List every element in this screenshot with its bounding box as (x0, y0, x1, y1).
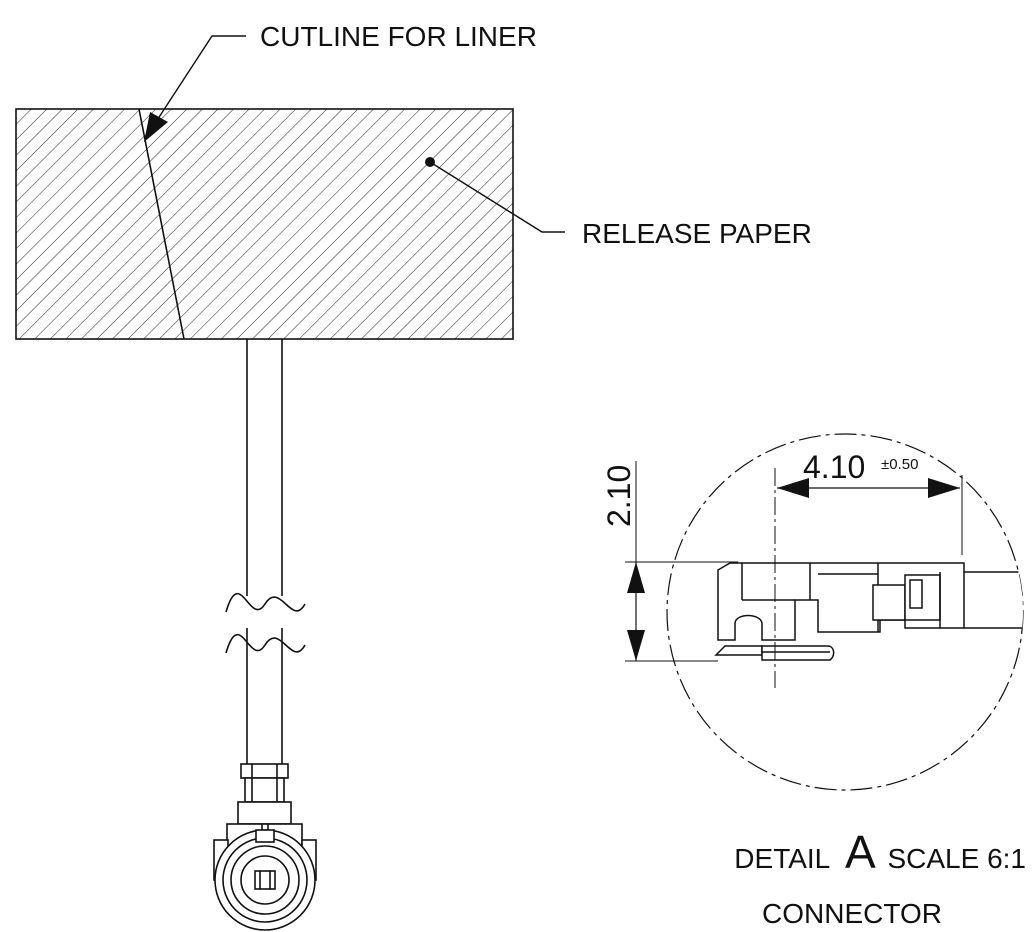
detail-part-label: CONNECTOR (762, 898, 942, 929)
detail-caption: DETAIL A SCALE 6:1 (734, 826, 1026, 878)
detail-scale: SCALE 6:1 (887, 843, 1026, 874)
detail-construction-lines (625, 468, 963, 688)
cutline (138, 108, 185, 340)
dimension-height-value: 2.10 (601, 465, 637, 527)
cable (246, 339, 283, 764)
cutline-leader (144, 35, 246, 142)
dimension-height (627, 461, 645, 661)
release-paper-leader (425, 157, 565, 233)
cutline-label: CUTLINE FOR LINER (260, 21, 537, 52)
connector-body (213, 763, 317, 931)
dimension-width-value: 4.10 (803, 449, 865, 485)
detail-prefix: DETAIL (734, 843, 829, 874)
dimension-width-tolerance: ±0.50 (881, 456, 918, 473)
cable-break-marks (225, 593, 306, 654)
dimension-width (777, 478, 960, 498)
release-paper (15, 108, 514, 340)
connector-side-view (714, 562, 1023, 661)
release-paper-label: RELEASE PAPER (582, 218, 812, 249)
detail-letter: A (845, 826, 876, 878)
